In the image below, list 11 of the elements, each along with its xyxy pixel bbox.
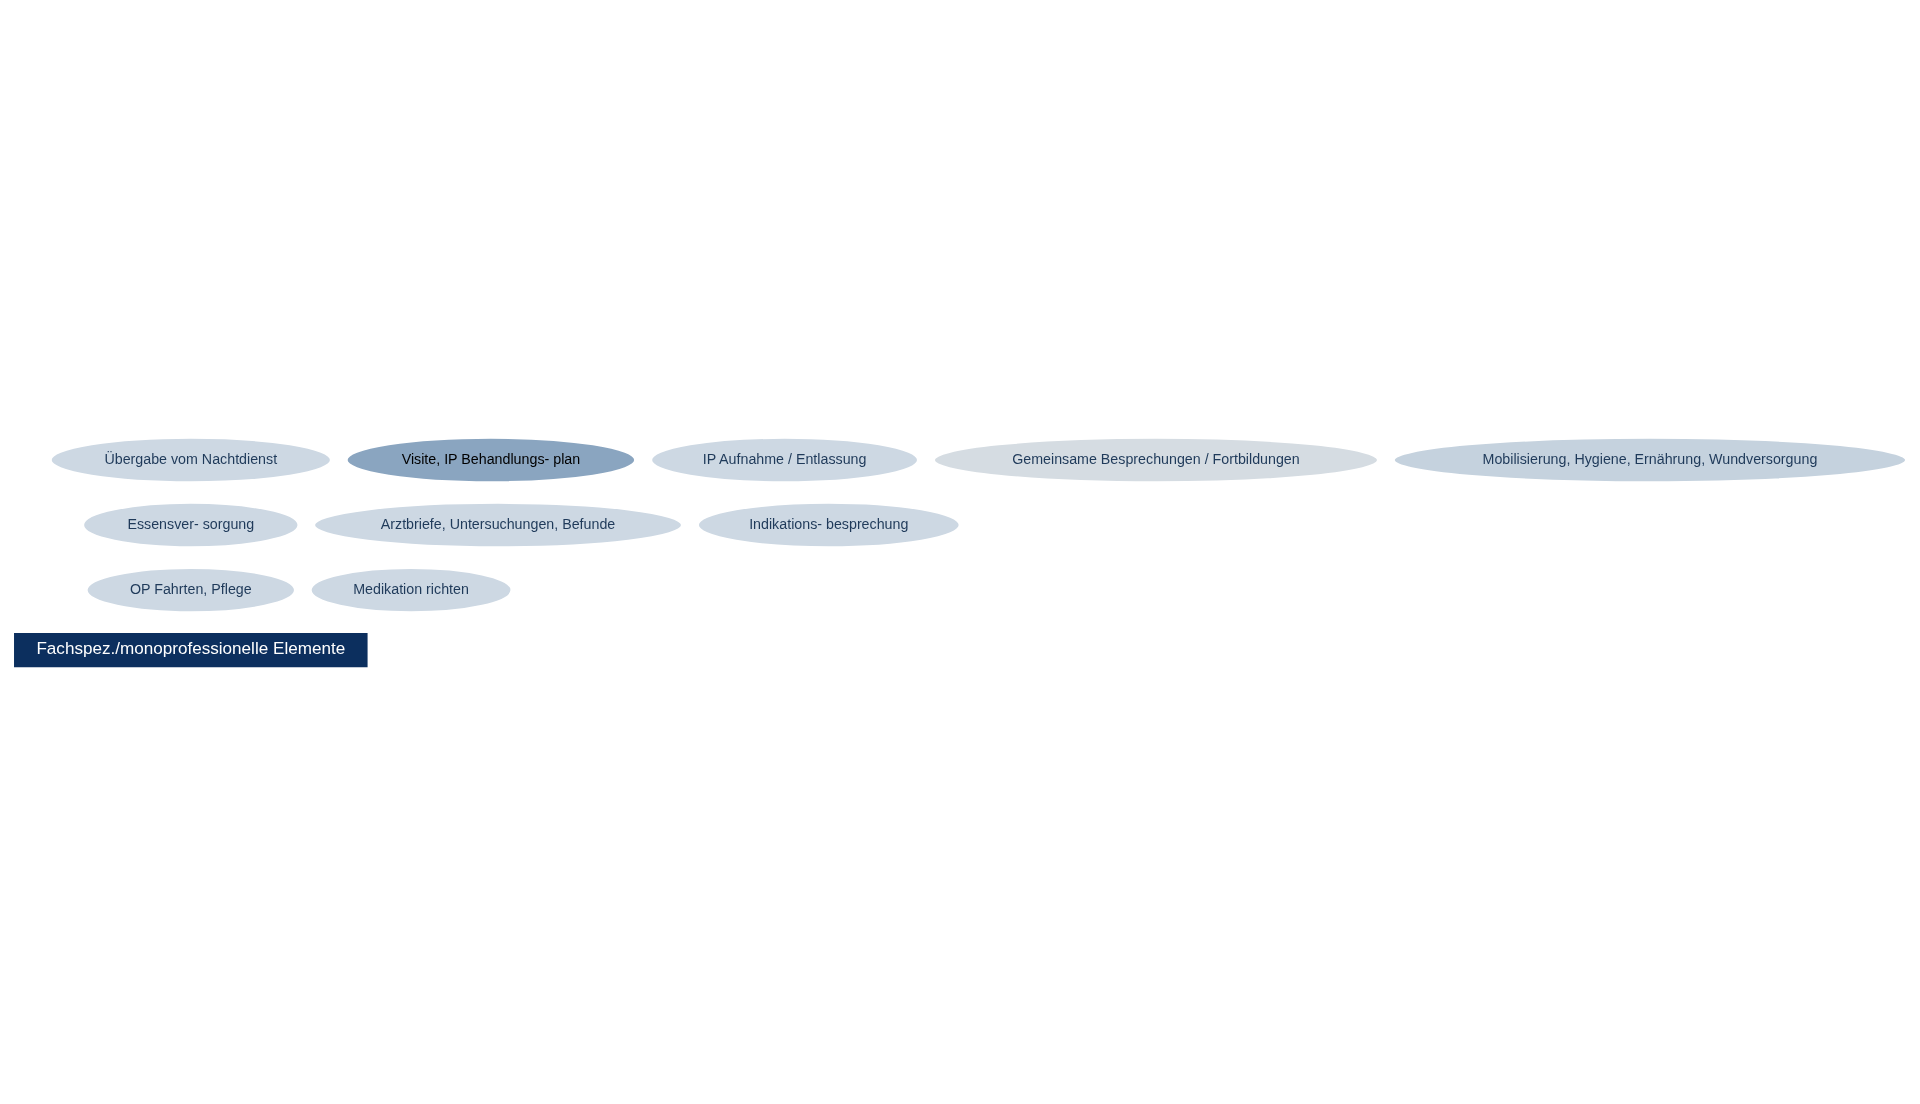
node-ellipse: IP Aufnahme / Entlassung (650, 436, 920, 483)
node-ellipse: Mobilisierung, Hygiene, Ernährung, Wundversorgung (1392, 436, 1908, 483)
label: Fachspez./monoprofessionelle Elemente (36, 638, 346, 658)
node-ellipse: Übergabe vom Nachtdienst (49, 436, 333, 483)
node-ellipse: Gemeinsame Besprechungen / Fortbildungen (932, 436, 1380, 483)
node-ellipse: OP Fahrten, Pflege (85, 566, 297, 613)
node-ellipse: Indikations- besprechung (696, 501, 961, 548)
node-ellipse: Medikation richten (309, 566, 513, 613)
node-ellipse: Essensver- sorgung (82, 501, 300, 548)
node-ellipse: Arztbriefe, Untersuchungen, Befunde (312, 501, 684, 548)
node-ellipse: Visite, IP Behandlungs- plan (345, 436, 637, 483)
